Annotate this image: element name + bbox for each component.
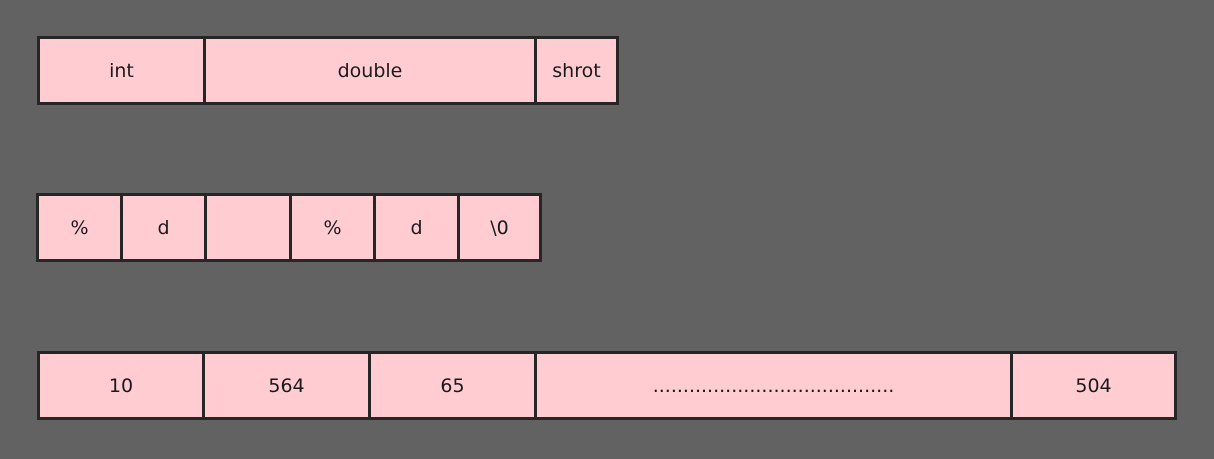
format-string-row: % d % d \0 xyxy=(36,193,542,262)
value-cell: 10 xyxy=(37,351,205,420)
cell-int: int xyxy=(37,36,206,105)
char-cell: d xyxy=(373,193,460,262)
value-cell: 65 xyxy=(368,351,537,420)
type-size-row: int double shrot xyxy=(37,36,619,105)
char-cell-terminator: \0 xyxy=(457,193,542,262)
ellipsis-cell: ........................................ xyxy=(534,351,1013,420)
char-cell: % xyxy=(289,193,376,262)
cell-double: double xyxy=(203,36,537,105)
value-array-row: 10 564 65 ..............................… xyxy=(37,351,1177,420)
char-cell: d xyxy=(120,193,207,262)
char-cell: % xyxy=(36,193,123,262)
char-cell xyxy=(204,193,292,262)
cell-shrot: shrot xyxy=(534,36,619,105)
value-cell-last: 504 xyxy=(1010,351,1177,420)
value-cell: 564 xyxy=(202,351,371,420)
